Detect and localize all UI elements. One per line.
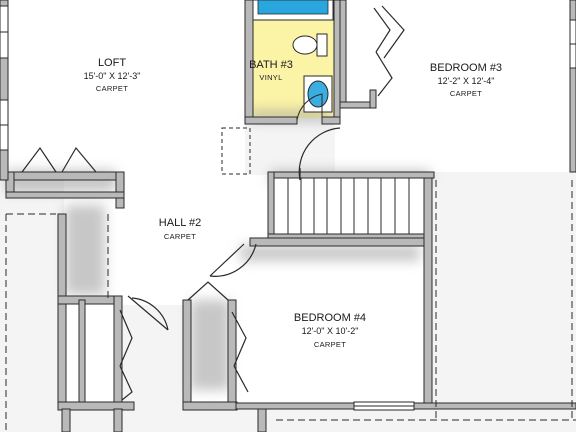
bedroom3-name: BEDROOM #3	[430, 62, 502, 74]
loft-name: LOFT	[98, 57, 126, 69]
bath-fixtures	[252, 0, 334, 121]
left-wall	[0, 0, 9, 181]
bedroom4-floor	[236, 245, 424, 403]
loft-dims: 15'-0" X 12'-3"	[84, 71, 141, 81]
closet-left-door-swing	[127, 295, 169, 331]
bottom-wall-mid	[182, 401, 238, 411]
bath3-floor-type: VINYL	[259, 73, 282, 82]
room-labels: LOFT 15'-0" X 12'-3" CARPET BATH #3 VINY…	[84, 57, 503, 349]
closet-mid-wall	[78, 299, 86, 405]
windows	[0, 5, 576, 411]
dashed-lines	[5, 180, 576, 432]
closet3-wall	[339, 0, 347, 109]
bedroom4-floor-type: CARPET	[314, 340, 346, 349]
bath-door-swing	[296, 93, 323, 121]
bath-wall-bottom-left	[244, 116, 298, 125]
hall-door-swing	[209, 243, 257, 277]
stair-wall-left	[267, 171, 275, 237]
bedroom3-dims: 12'-2" X 12'-4"	[438, 76, 495, 86]
closet-peak-icon	[187, 281, 229, 301]
bedroom3-partition	[369, 89, 377, 109]
bedroom4-name: BEDROOM #4	[294, 312, 366, 324]
closet-right-wall-right	[227, 299, 237, 405]
bedroom3-wall-bottom	[269, 171, 435, 179]
bottom-wall-stub-left	[61, 408, 71, 432]
bedroom4-wall-right	[423, 177, 433, 405]
loft-bifold-door-icon	[21, 146, 97, 173]
floor-areas	[0, 0, 576, 403]
bottom-wall-stub-mid	[113, 408, 123, 432]
right-wall	[569, 0, 576, 173]
staircase	[273, 177, 427, 235]
closet-left-wall-top	[57, 295, 123, 305]
bath-wall-right	[333, 0, 341, 125]
bedroom4-dims: 12'-0" X 10'-2"	[302, 326, 359, 336]
doors	[21, 5, 405, 401]
closet-left-bifold-icon	[119, 309, 133, 401]
loft-floor	[0, 0, 245, 175]
bedroom4-wall-top	[249, 237, 427, 247]
bedroom3-floor	[335, 0, 576, 172]
toilet-icon	[292, 33, 328, 57]
bedroom3-closet-bifold-icon	[373, 7, 393, 97]
attic-access-hatch	[221, 127, 251, 175]
hall2-name: HALL #2	[159, 217, 201, 229]
hall2-floor-type: CARPET	[164, 232, 196, 241]
loft-wall-drop	[115, 171, 125, 209]
bath-wall-bottom-right	[321, 116, 341, 125]
hall-wall-left-lower	[57, 299, 67, 403]
loft-wall-bottom	[5, 171, 125, 181]
bedroom3-floor-type: CARPET	[450, 89, 482, 98]
bath3-name: BATH #3	[249, 59, 293, 71]
closet-right-bifold-icon	[231, 311, 249, 393]
hall-wall-left	[57, 213, 67, 307]
bottom-wall-stub	[257, 408, 267, 432]
sink-icon	[303, 75, 333, 113]
closet-right-wall-left	[182, 299, 192, 405]
loft-floor-type: CARPET	[96, 84, 128, 93]
bedroom3-closet-bifold2-icon	[381, 5, 405, 59]
bath-entry-swing	[298, 127, 341, 181]
bottom-wall-left	[57, 401, 135, 411]
loft-ledge	[5, 191, 125, 199]
closet-left-floor	[65, 305, 120, 403]
tub-water	[257, 0, 329, 15]
